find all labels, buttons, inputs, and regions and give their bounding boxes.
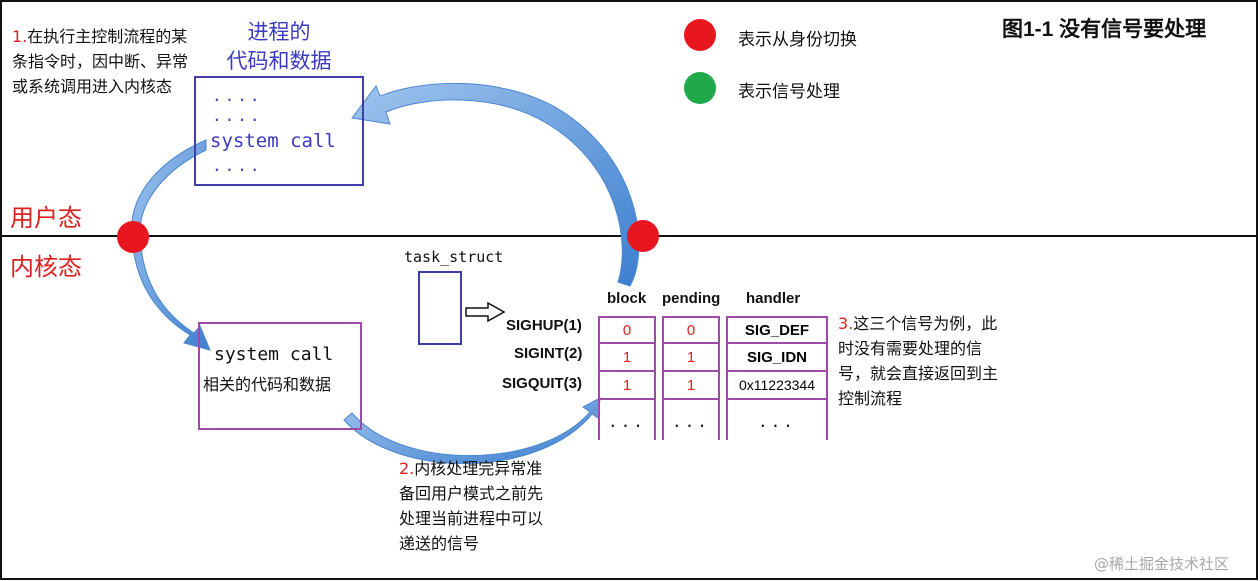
handler-col-tail: ... <box>726 398 828 440</box>
note-1: 1.在执行主控制流程的某条指令时，因中断、异常或系统调用进入内核态 <box>12 24 195 99</box>
note-1-text: 在执行主控制流程的某条指令时，因中断、异常或系统调用进入内核态 <box>12 27 189 96</box>
signal-name-sigint: SIGINT(2) <box>514 345 583 362</box>
kernel-code-box: system call 相关的代码和数据 <box>198 322 362 430</box>
user-code-dots-3: .... <box>212 156 263 175</box>
handler-cell-sighup: SIG_DEF <box>726 316 828 344</box>
red-dot-right <box>627 220 659 252</box>
task-struct-label: task_struct <box>404 248 504 266</box>
note-3-number: 3. <box>838 314 854 333</box>
pending-cell-sigint: 1 <box>662 342 720 372</box>
block-cell-sigint: 1 <box>598 342 656 372</box>
pending-cell-sighup: 0 <box>662 316 720 344</box>
arrow-user-to-kernel <box>131 139 211 351</box>
header-handler: handler <box>746 290 801 307</box>
user-code-title: 进程的 代码和数据 <box>226 20 332 73</box>
block-cell-sigquit: 1 <box>598 370 656 400</box>
note-2-number: 2. <box>399 459 415 478</box>
legend-red-dot <box>684 19 716 51</box>
header-block: block <box>607 290 647 307</box>
kernel-code-desc: 相关的代码和数据 <box>203 375 332 394</box>
watermark: @稀土掘金技术社区 <box>1094 555 1230 573</box>
pending-ellipsis: ... <box>672 412 710 431</box>
note-2-text: 内核处理完异常准备回用户模式之前先处理当前进程中可以递送的信号 <box>399 459 544 553</box>
note-3-text: 这三个信号为例，此时没有需要处理的信号，就会直接返回到主控制流程 <box>838 314 999 408</box>
user-code-box: .... .... system call .... <box>194 76 364 186</box>
arrow-table-to-user <box>351 82 640 287</box>
note-1-number: 1. <box>12 27 28 46</box>
task-struct-arrow <box>465 301 506 323</box>
legend-red-label: 表示从身份切换 <box>738 30 857 50</box>
legend-green-dot <box>684 72 716 104</box>
handler-ellipsis: ... <box>758 412 796 431</box>
task-struct-box <box>418 271 462 345</box>
note-3: 3.这三个信号为例，此时没有需要处理的信号，就会直接返回到主控制流程 <box>838 311 1002 411</box>
block-cell-sighup: 0 <box>598 316 656 344</box>
arrow-kernel-to-table <box>343 397 601 464</box>
kernel-mode-label: 内核态 <box>10 253 82 281</box>
handler-cell-sigint: SIG_IDN <box>726 342 828 372</box>
user-mode-label: 用户态 <box>10 204 82 232</box>
user-code-dots-1: .... <box>212 86 263 105</box>
pending-cell-sigquit: 1 <box>662 370 720 400</box>
signal-name-sighup: SIGHUP(1) <box>506 317 582 334</box>
handler-cell-sigquit: 0x11223344 <box>726 370 828 400</box>
figure-title: 图1-1 没有信号要处理 <box>1002 18 1207 41</box>
block-col-tail: ... <box>598 398 656 440</box>
note-2: 2.内核处理完异常准备回用户模式之前先处理当前进程中可以递送的信号 <box>399 456 553 556</box>
kernel-code-syscall: system call <box>214 344 334 365</box>
red-dot-left <box>117 221 149 253</box>
signal-name-sigquit: SIGQUIT(3) <box>502 375 583 392</box>
legend-green-label: 表示信号处理 <box>738 82 840 102</box>
user-code-syscall: system call <box>210 130 336 152</box>
pending-col-tail: ... <box>662 398 720 440</box>
header-pending: pending <box>662 290 721 307</box>
block-ellipsis: ... <box>608 412 646 431</box>
user-code-dots-2: .... <box>212 106 263 125</box>
